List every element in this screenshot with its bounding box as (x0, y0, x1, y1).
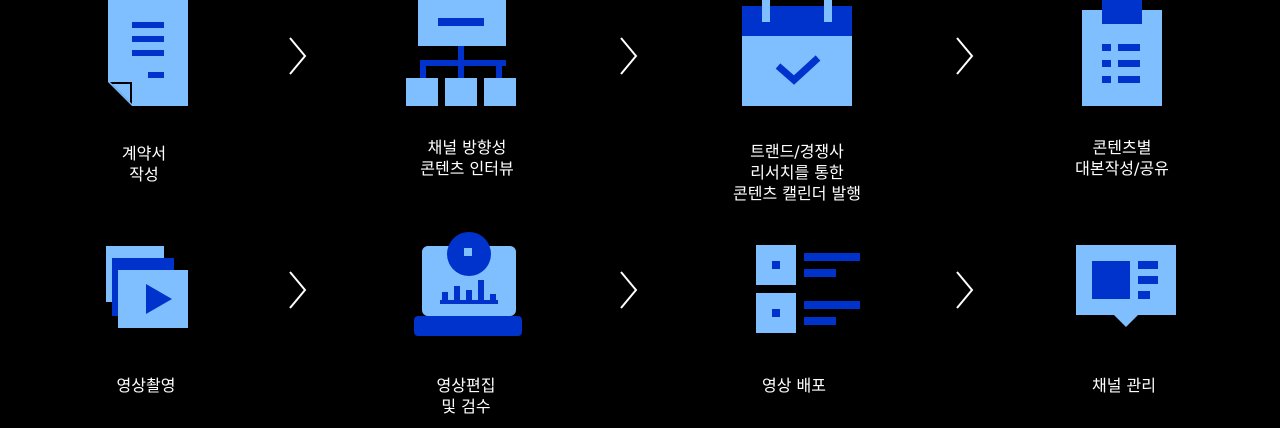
chevron-right-icon (620, 37, 638, 75)
chevron-right-icon (620, 271, 638, 309)
chevron-right-icon (956, 37, 974, 75)
chevron-right-icon (289, 37, 307, 75)
laptop-analytics-icon (414, 232, 522, 336)
distribution-list-icon (756, 245, 860, 333)
org-chart-icon (406, 0, 516, 106)
step-8-label: 채널 관리 (1092, 376, 1156, 395)
step-4-label: 콘텐츠별 대본작성/공유 (1075, 138, 1169, 178)
step-3-label: 트랜드/경쟁사 리서치를 통한 콘텐츠 캘린더 발행 (733, 142, 861, 203)
chevron-right-icon (956, 271, 974, 309)
document-icon (108, 0, 188, 106)
clipboard-list-icon (1082, 0, 1162, 106)
step-7-label: 영상 배포 (762, 376, 826, 395)
step-2-label: 채널 방향성 콘텐츠 인터뷰 (420, 138, 514, 178)
step-1-label: 계약서 작성 (121, 144, 167, 184)
step-6-label: 영상편집 및 검수 (436, 376, 496, 416)
video-play-icon (106, 246, 188, 328)
step-5-label: 영상촬영 (116, 376, 176, 395)
calendar-check-icon (742, 0, 852, 106)
chevron-right-icon (289, 271, 307, 309)
channel-board-icon (1076, 245, 1176, 327)
